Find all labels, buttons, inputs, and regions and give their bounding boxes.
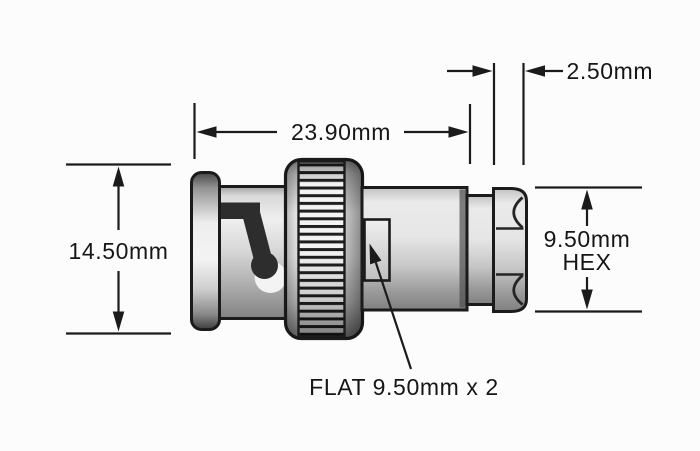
dim-tip-thickness: 2.50mm	[447, 58, 653, 84]
barrel-step-shadow	[459, 189, 467, 308]
dim-overall-length: 23.90mm	[196, 119, 469, 145]
dim-label-body-diameter: 14.50mm	[68, 238, 168, 264]
bayonet-slot	[219, 202, 278, 279]
arrowhead-down	[112, 311, 125, 332]
front-groove	[465, 194, 495, 306]
dim-label-hex-size: 9.50mm	[544, 226, 631, 252]
hex-nut	[492, 187, 528, 313]
dim-body-diameter: 14.50mm	[66, 163, 171, 335]
leader-line	[374, 262, 413, 370]
dim-label-tip-thickness: 2.50mm	[567, 58, 654, 84]
dimension-annotations: 23.90mm 2.50mm 14.50mm	[66, 58, 653, 400]
flat-callout-label: FLAT 9.50mm x 2	[309, 374, 499, 400]
connector-illustration	[190, 157, 528, 341]
arrowhead-down	[581, 289, 593, 310]
flat-face	[363, 218, 391, 282]
arrowhead-leader	[369, 243, 382, 265]
dim-hex-size: 9.50mm HEX	[535, 186, 642, 313]
knurled-ring	[283, 157, 365, 341]
arrowhead-left	[196, 126, 217, 138]
arrowhead-up	[581, 189, 593, 210]
arrowhead-right	[472, 65, 493, 77]
dim-label-hex-word: HEX	[562, 249, 611, 275]
arrowhead-up	[112, 166, 125, 187]
dim-label-overall-length: 23.90mm	[291, 119, 391, 145]
arrowhead-right	[448, 126, 469, 138]
rear-flange	[190, 171, 221, 331]
flat-callout: FLAT 9.50mm x 2	[309, 243, 499, 400]
arrowhead-left	[525, 65, 545, 77]
